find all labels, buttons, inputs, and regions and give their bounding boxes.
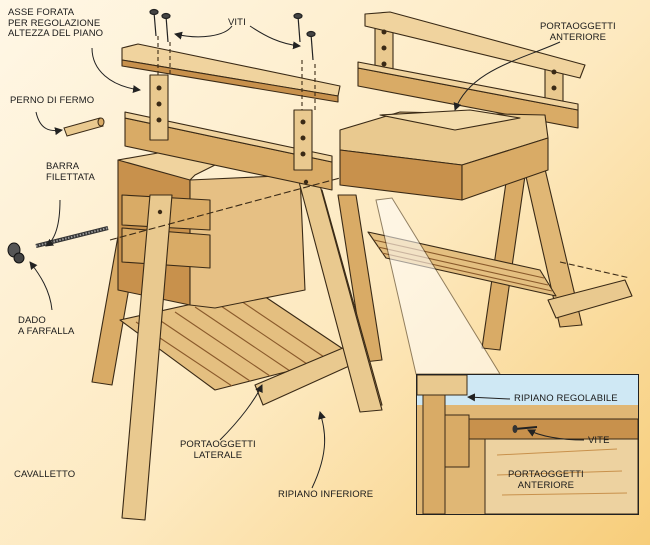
detail-inset-art [417,375,638,514]
label-ripiano-regolabile: RIPIANO REGOLABILE [514,393,618,404]
detail-inset [416,374,639,515]
front-leg-left [121,194,173,521]
perforated-board [121,43,341,97]
label-ripiano-inferiore: RIPIANO INFERIORE [278,489,374,500]
label-cavalletto: CAVALLETTO [14,469,76,480]
label-portaoggetti-laterale: PORTAOGGETTI LATERALE [180,439,256,461]
label-dado-a-farfalla: DADO A FARFALLA [18,315,75,337]
wing-nut [7,242,25,264]
label-perno-di-fermo: PERNO DI FERMO [10,95,95,106]
rear-leg-back-left [337,194,383,363]
front-upright-left [149,74,169,141]
rear-top-bar [364,11,586,79]
inset-callout-wedge [375,197,501,375]
label-inset-portaoggetti-anteriore: PORTAOGGETTI ANTERIORE [508,469,584,491]
leader-arrows [29,25,561,489]
label-viti: VITI [228,17,246,28]
threaded-bar [35,226,109,248]
label-asse-forata: ASSE FORATA PER REGOLAZIONE ALTEZZA DEL … [8,7,104,39]
screws [149,8,316,61]
front-sawhorse [91,36,383,521]
rear-foot [547,279,633,319]
label-barra-filettata: BARRA FILETTATA [46,161,95,183]
stop-pin [63,117,105,137]
rear-sawhorse [337,11,633,363]
upright-holes [156,29,557,215]
label-vite: VITE [588,435,610,446]
label-portaoggetti-anteriore: PORTAOGGETTI ANTERIORE [540,21,616,43]
